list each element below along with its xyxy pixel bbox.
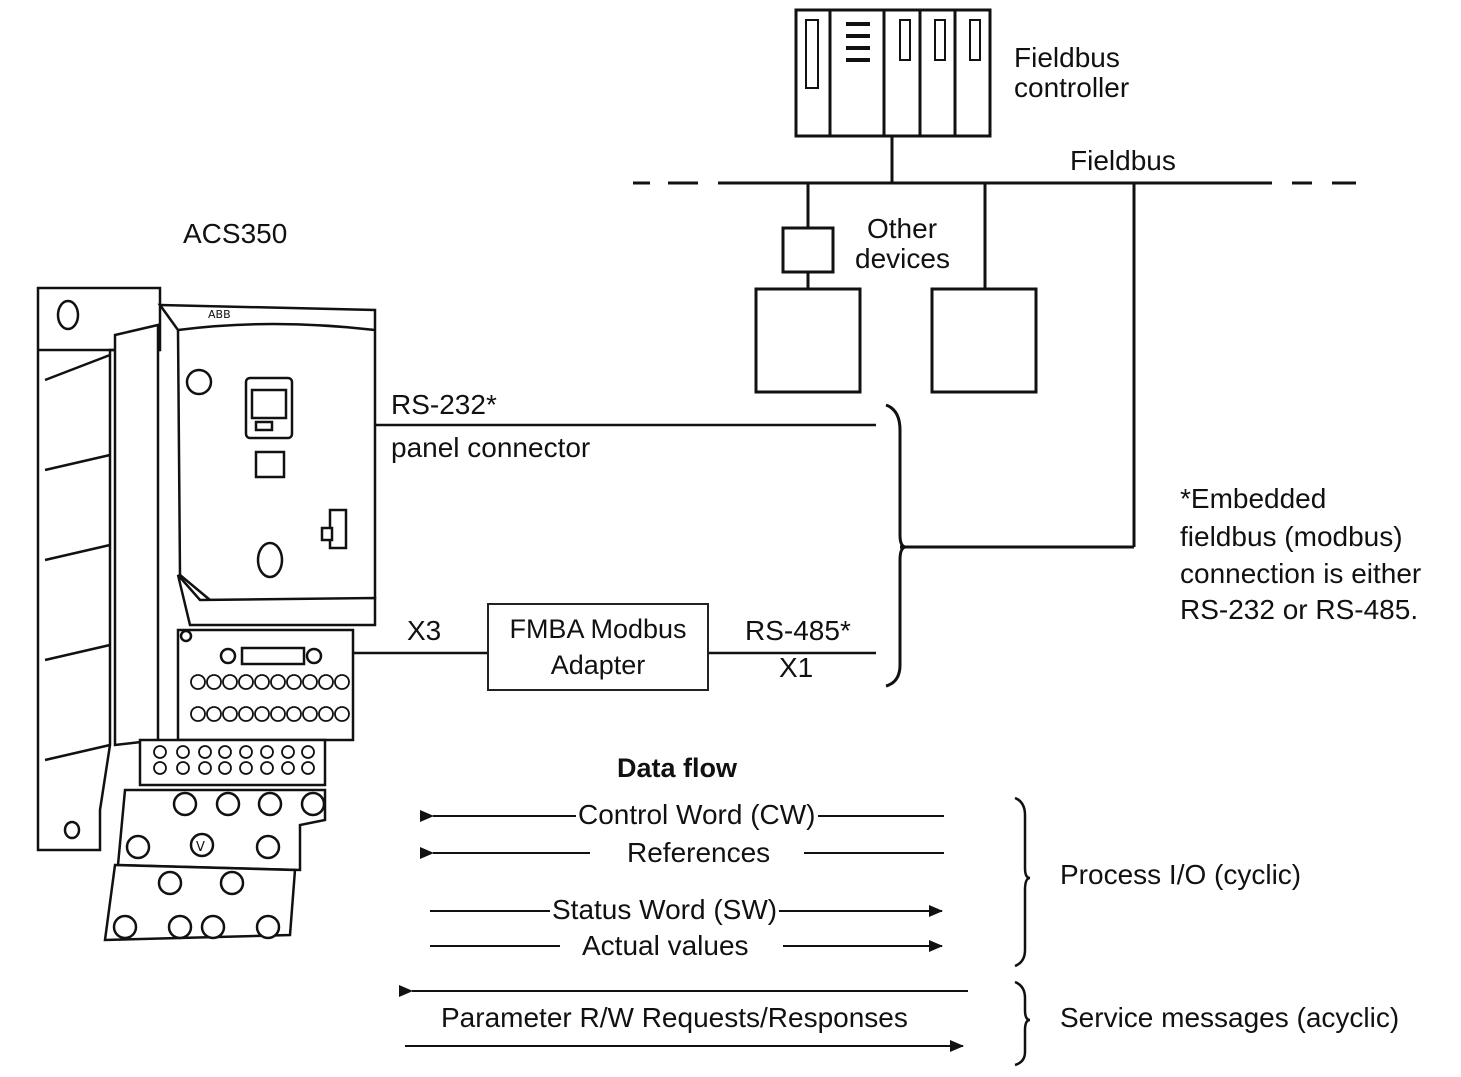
- data-flow-title: Data flow: [617, 753, 738, 783]
- process-io-label: Process I/O (cyclic): [1060, 859, 1302, 890]
- rs485-label: RS-485*: [745, 615, 851, 646]
- rs232-label: RS-232*: [391, 389, 497, 420]
- control-word-label: Control Word (CW): [576, 799, 818, 831]
- svg-text:V: V: [196, 840, 205, 855]
- parameter-rw-label: Parameter R/W Requests/Responses: [441, 1002, 908, 1033]
- adapter-label-1: FMBA Modbus: [509, 614, 687, 644]
- drive-label: ACS350: [183, 218, 288, 249]
- connection-brace: [885, 403, 907, 688]
- adapter-label-2: Adapter: [550, 650, 646, 680]
- x1-label: X1: [779, 652, 814, 683]
- actual-values-label: Actual values: [582, 930, 749, 961]
- process-io-brace: [1014, 796, 1031, 968]
- fieldbus-controller-icon: [794, 8, 992, 138]
- other-devices-label-2: devices: [855, 243, 950, 274]
- note-line-2: fieldbus (modbus): [1180, 521, 1403, 552]
- service-messages-label: Service messages (acyclic): [1060, 1002, 1400, 1033]
- note-line-3: connection is either: [1180, 558, 1422, 589]
- service-messages-brace: [1014, 980, 1031, 1067]
- fmba-modbus-adapter: FMBA Modbus Adapter: [487, 603, 709, 691]
- acs350-drive-icon: ABB: [36, 286, 377, 942]
- other-devices-label-1: Other: [867, 213, 938, 244]
- fieldbus-label: Fieldbus: [1070, 145, 1176, 176]
- status-word-label: Status Word (SW): [550, 894, 780, 926]
- fieldbus-controller-label-2: controller: [1014, 72, 1130, 103]
- fieldbus-controller-label-1: Fieldbus: [1014, 42, 1120, 73]
- references-label: References: [627, 837, 771, 868]
- fieldbus-line: [633, 136, 1356, 549]
- note-line-1: *Embedded: [1180, 483, 1327, 514]
- svg-text:ABB: ABB: [208, 308, 231, 321]
- other-devices-icon: [754, 226, 1038, 394]
- note-line-4: RS-232 or RS-485.: [1180, 594, 1419, 625]
- x3-label: X3: [407, 615, 442, 646]
- panel-connector-label: panel connector: [391, 432, 591, 463]
